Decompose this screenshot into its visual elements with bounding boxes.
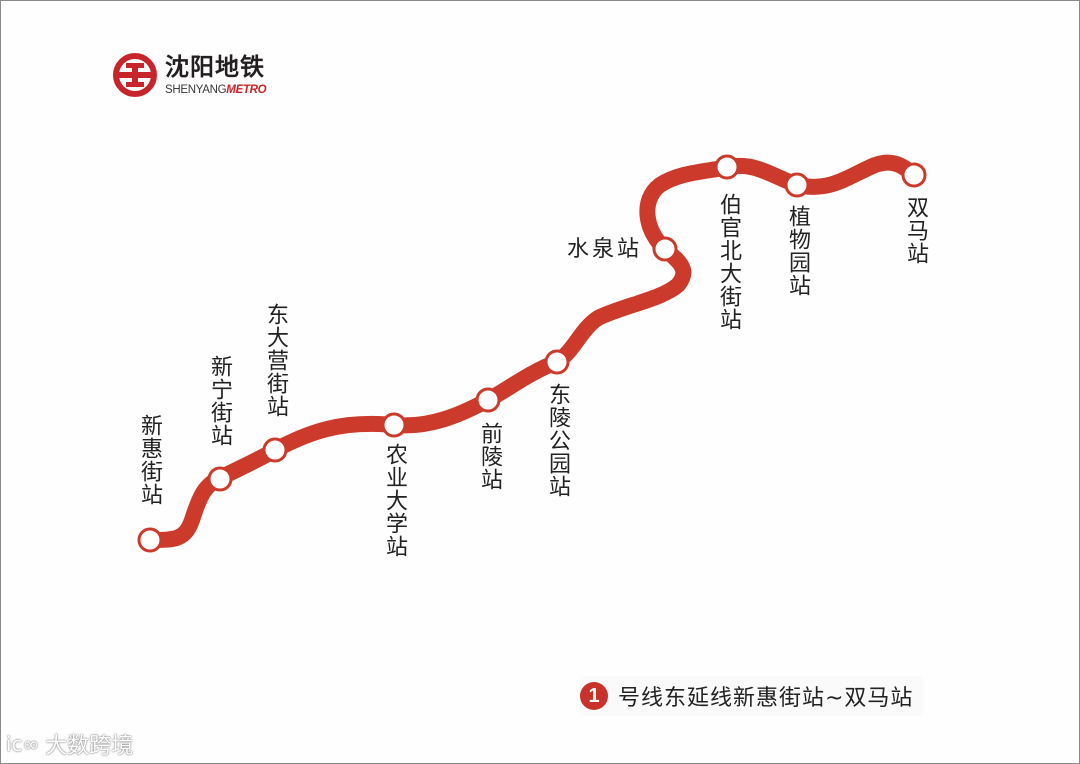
station-label-shuangma: 双马站 <box>903 196 928 265</box>
station-marker-shuiquan[interactable] <box>652 236 678 262</box>
logo-chinese-name: 沈阳地铁 <box>165 53 265 81</box>
station-marker-xinningjie[interactable] <box>207 466 233 492</box>
station-label-boguanbeidajie: 伯官北大街站 <box>716 193 741 331</box>
station-label-donglinggongyuan: 东陵公园站 <box>545 383 570 498</box>
station-marker-dongdayingjie[interactable] <box>262 437 288 463</box>
station-label-zhiwuyuan: 植物园站 <box>785 205 810 297</box>
watermark-text: 大数跨境 <box>45 734 134 759</box>
station-marker-nongyedaxue[interactable] <box>381 412 407 438</box>
station-label-dongdayingjie: 东大营街站 <box>263 303 288 418</box>
logo-english-name: SHENYANGMETRO <box>165 83 267 97</box>
watermark-logo-icon: ic∞ <box>6 732 40 756</box>
station-marker-qianling[interactable] <box>475 387 501 413</box>
line-1-east-extension-path <box>142 154 922 548</box>
watermark: ic∞ 大数跨境 <box>6 728 133 760</box>
station-marker-donglinggongyuan[interactable] <box>544 349 570 375</box>
station-marker-boguanbeidajie[interactable] <box>714 154 740 180</box>
line-number-badge: 1 <box>580 682 608 710</box>
station-label-xinhuijie: 新惠街站 <box>137 414 162 506</box>
logo-en-suffix: METRO <box>226 84 267 96</box>
line-legend: 1 号线东延线新惠街站~双马站 <box>580 676 924 716</box>
station-label-qianling: 前陵站 <box>477 422 502 491</box>
station-label-shuiquan: 水泉站 <box>567 237 643 262</box>
logo-en-prefix: SHENYANG <box>165 84 227 96</box>
station-label-xinningjie: 新宁街站 <box>207 355 232 447</box>
station-marker-shuangma[interactable] <box>901 162 927 188</box>
legend-text: 号线东延线新惠街站~双马站 <box>618 686 914 711</box>
station-marker-xinhuijie[interactable] <box>137 527 163 553</box>
station-marker-zhiwuyuan[interactable] <box>784 172 810 198</box>
station-label-nongyedaxue: 农业大学站 <box>382 443 407 558</box>
metro-logo-icon <box>113 53 157 97</box>
